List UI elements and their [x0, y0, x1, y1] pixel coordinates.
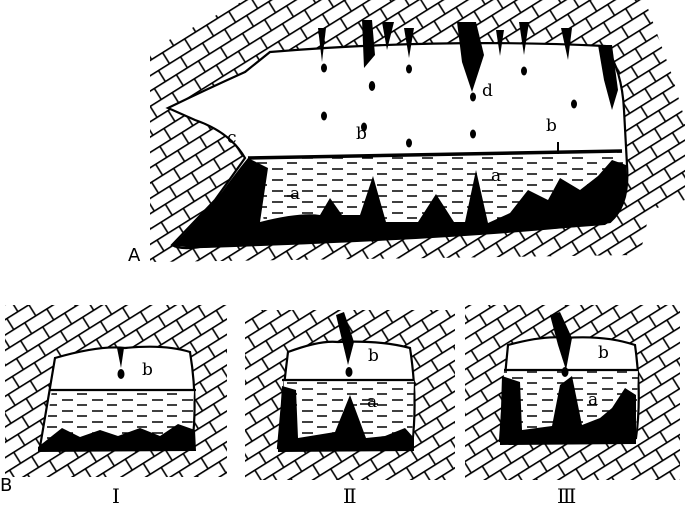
stage-1-figure: [5, 305, 227, 477]
droplet-stage-2: [345, 367, 353, 377]
stalactite-stage-3: [550, 312, 572, 370]
main-cave-figure: [150, 0, 685, 262]
droplet-stage-1: [117, 369, 125, 379]
label-lower-row: B: [0, 475, 13, 496]
label-main-figure: A: [128, 245, 141, 266]
label-drip-d: d: [482, 81, 493, 101]
label-water-a-stage-2: a: [367, 392, 378, 412]
label-water-a-stage-3: a: [588, 390, 599, 410]
label-stage-3: Ⅲ: [557, 484, 577, 508]
label-stage-1: Ⅰ: [112, 484, 120, 508]
stalactite-stage-2: [336, 312, 354, 365]
label-stage-2: Ⅱ: [343, 484, 357, 508]
water-pool-stage-1: [44, 390, 194, 442]
label-air-b-left: b: [356, 124, 367, 144]
cave-floor-stage-1: [38, 424, 196, 452]
label-air-b-stage-1: b: [142, 360, 153, 380]
cave-floor-stage-2: [278, 386, 414, 452]
cave-floor: [172, 158, 627, 248]
label-water-a-right: a: [491, 166, 502, 186]
stage-2-figure: [245, 310, 455, 480]
label-air-b-right: b: [546, 116, 557, 136]
water-droplets-main: [321, 63, 577, 148]
stage-3-figure: [465, 305, 680, 480]
label-air-b-stage-2: b: [368, 346, 379, 366]
label-rock-c: c: [227, 128, 237, 148]
label-air-b-stage-3: b: [598, 343, 609, 363]
droplet-stage-3: [561, 367, 569, 377]
water-surface: [247, 149, 623, 160]
cave-floor-stage-3: [500, 376, 636, 445]
stalactite-stage-1: [117, 348, 124, 368]
label-water-a-left: a: [290, 184, 301, 204]
stalactites-main: [318, 20, 618, 110]
